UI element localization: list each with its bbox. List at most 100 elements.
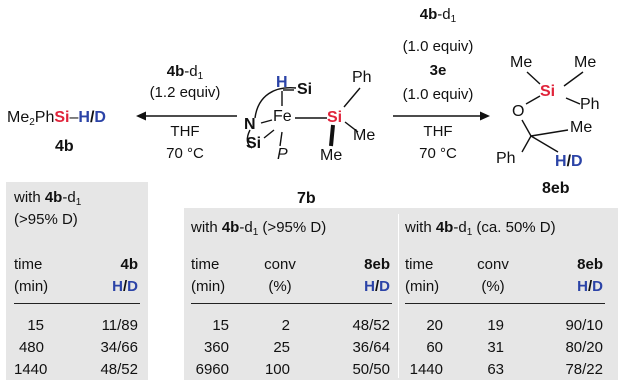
cell-time: 6960 (195, 361, 229, 378)
table-4b-cell-time: 15 (27, 317, 44, 334)
table-8eb-half-d-header-time: time (405, 256, 434, 273)
cell-time: 1440 (409, 361, 443, 378)
silane-formula: Me2PhSi–H/D (7, 109, 106, 128)
cell-hd-ratio: 36/64 (352, 339, 390, 356)
si-o-bond (525, 95, 541, 105)
table-4b-cell-hd: 34/66 (100, 339, 138, 356)
table-4b-header-time: time (14, 256, 43, 273)
table-4b-cell-hd: 48/52 (100, 361, 138, 378)
left-equiv: (1.2 equiv) (149, 84, 221, 101)
table-4b-caption: with 4b-d1 (14, 189, 82, 208)
product-phenyl: Ph (496, 150, 516, 167)
table-8eb-full-d-header-time: time (191, 256, 220, 273)
c-me-bond (530, 129, 569, 137)
right-reagent: 4b-d1 (419, 6, 457, 25)
left-solvent: THF (170, 123, 200, 140)
table-divider (398, 214, 399, 378)
table-8eb-half-d-header-time-unit: (min) (405, 278, 440, 295)
compound-label-7b: 7b (297, 190, 316, 207)
cell-time: 60 (426, 339, 443, 356)
product-methyl-2: Me (574, 54, 597, 71)
right-equiv-2: (1.0 equiv) (402, 86, 474, 103)
si-ph-bond (343, 87, 361, 108)
cell-conv: 19 (487, 317, 504, 334)
cell-hd-ratio: 48/52 (352, 317, 390, 334)
table-4b-header-hd: H/D (112, 278, 138, 295)
product-si-phenyl: Ph (580, 96, 600, 113)
table-8eb-half-d-rule (405, 303, 605, 304)
cell-conv: 63 (487, 361, 504, 378)
compound-label-4b: 4b (55, 138, 74, 155)
table-8eb-full-d-caption: with 4b-d1 (>95% D) (191, 219, 327, 238)
cell-conv: 2 (281, 317, 290, 334)
table-8eb-full-d-header-time-unit: (min) (191, 278, 226, 295)
table-4b-panel (6, 182, 148, 380)
right-solvent: THF (423, 123, 453, 140)
left-reagent: 4b-d1 (166, 63, 204, 82)
complex-ring-bottom (246, 129, 253, 149)
fe-p-bond (279, 131, 283, 147)
si-ph-bond-right (565, 97, 581, 105)
table-4b-cell-time: 1440 (14, 361, 48, 378)
right-equiv-1: (1.0 equiv) (402, 38, 474, 55)
complex-si-top: Si (297, 81, 313, 98)
n-fe-bond (260, 119, 273, 124)
complex-ring-top (254, 87, 297, 119)
complex-methyl-2: Me (320, 147, 343, 164)
table-8eb-half-d-header-hd: H/D (577, 278, 603, 295)
si-me-bond (344, 121, 359, 133)
cell-conv: 31 (487, 339, 504, 356)
product-si: Si (540, 83, 556, 100)
me1-si-bond (526, 71, 541, 85)
table-4b-caption-line2: (>95% D) (14, 211, 78, 228)
me2-si-bond (563, 71, 584, 87)
table-4b-cell-time: 480 (18, 339, 44, 356)
left-arrowhead (136, 111, 146, 121)
right-reagent-2: 3e (429, 62, 447, 79)
si-me-wedge (329, 124, 335, 147)
table-8eb-full-d-header-hd: H/D (364, 278, 390, 295)
table-8eb-half-d-header-conv: conv (477, 256, 509, 273)
complex-silyl-si: Si (327, 109, 343, 126)
left-temperature: 70 °C (166, 145, 204, 162)
product-hd-label: H/D (555, 153, 583, 170)
complex-methyl-1: Me (353, 127, 376, 144)
complex-hydride: H (276, 74, 288, 91)
cell-time: 15 (212, 317, 229, 334)
product-oxygen: O (512, 103, 525, 120)
table-8eb-full-d-header-conv-unit: (%) (268, 278, 292, 295)
cell-hd-ratio: 78/22 (565, 361, 603, 378)
cell-conv: 25 (273, 339, 290, 356)
table-4b-cell-hd: 11/89 (101, 317, 138, 334)
cell-time: 360 (203, 339, 229, 356)
product-methyl-1: Me (510, 54, 533, 71)
product-methyl-3: Me (570, 119, 593, 136)
cell-hd-ratio: 80/20 (565, 339, 603, 356)
complex-iron: Fe (273, 108, 292, 125)
table-8eb-half-d-caption: with 4b-d1 (ca. 50% D) (405, 219, 556, 238)
complex-si-bottom: Si (246, 135, 262, 152)
complex-nitrogen: N (244, 116, 256, 133)
table-8eb-half-d-header-compound: 8eb (577, 256, 603, 273)
table-8eb-full-d-header-compound: 8eb (364, 256, 390, 273)
o-c-bond (521, 119, 532, 137)
table-8eb-full-d-rule (191, 303, 392, 304)
cell-hd-ratio: 90/10 (565, 317, 603, 334)
complex-phenyl: Ph (352, 69, 372, 86)
cell-conv: 100 (264, 361, 290, 378)
c-ph-bond (521, 135, 532, 153)
right-temperature: 70 °C (419, 145, 457, 162)
table-4b-rule (14, 303, 140, 304)
table-8eb-full-d-header-conv: conv (264, 256, 296, 273)
table-8eb-half-d-header-conv-unit: (%) (481, 278, 505, 295)
table-4b-header-compound: 4b (120, 256, 138, 273)
compound-label-8eb: 8eb (542, 180, 570, 197)
cell-time: 20 (426, 317, 443, 334)
right-arrowhead (480, 111, 490, 121)
table-4b-header-unit: (min) (14, 278, 49, 295)
cell-hd-ratio: 50/50 (352, 361, 390, 378)
table-8eb-panel (184, 208, 618, 380)
complex-phosphine: P (277, 146, 288, 163)
c-hd-bond (530, 135, 559, 153)
